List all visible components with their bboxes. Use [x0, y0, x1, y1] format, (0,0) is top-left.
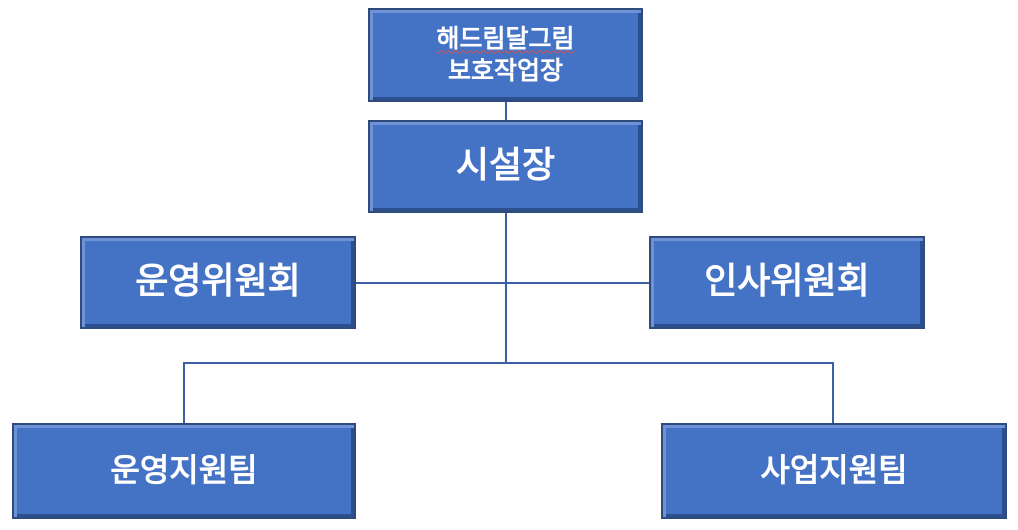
left-committee-node: 운영위원회 [80, 236, 356, 329]
left-team-label: 운영지원팀 [110, 451, 258, 490]
top-node-line1: 해드림달그림 [436, 23, 575, 53]
director-label: 시설장 [455, 145, 556, 187]
left-committee-label: 운영위원회 [135, 261, 301, 303]
left-team-node: 운영지원팀 [12, 423, 356, 519]
connector-director-trunk [505, 212, 507, 363]
top-node-line2: 보호작업장 [447, 56, 563, 85]
connector-top-to-director [505, 101, 507, 121]
right-team-node: 사업지원팀 [661, 423, 1007, 519]
right-team-label: 사업지원팀 [760, 451, 908, 490]
connector-committees-horizontal [355, 282, 650, 284]
connector-right-team-drop [832, 362, 834, 424]
right-committee-label: 인사위원회 [704, 261, 870, 303]
connector-left-team-drop [183, 362, 185, 424]
connector-teams-horizontal [183, 362, 834, 364]
right-committee-node: 인사위원회 [649, 236, 925, 329]
director-node: 시설장 [368, 120, 643, 213]
top-node-workshop: 해드림달그림 보호작업장 [368, 8, 643, 102]
